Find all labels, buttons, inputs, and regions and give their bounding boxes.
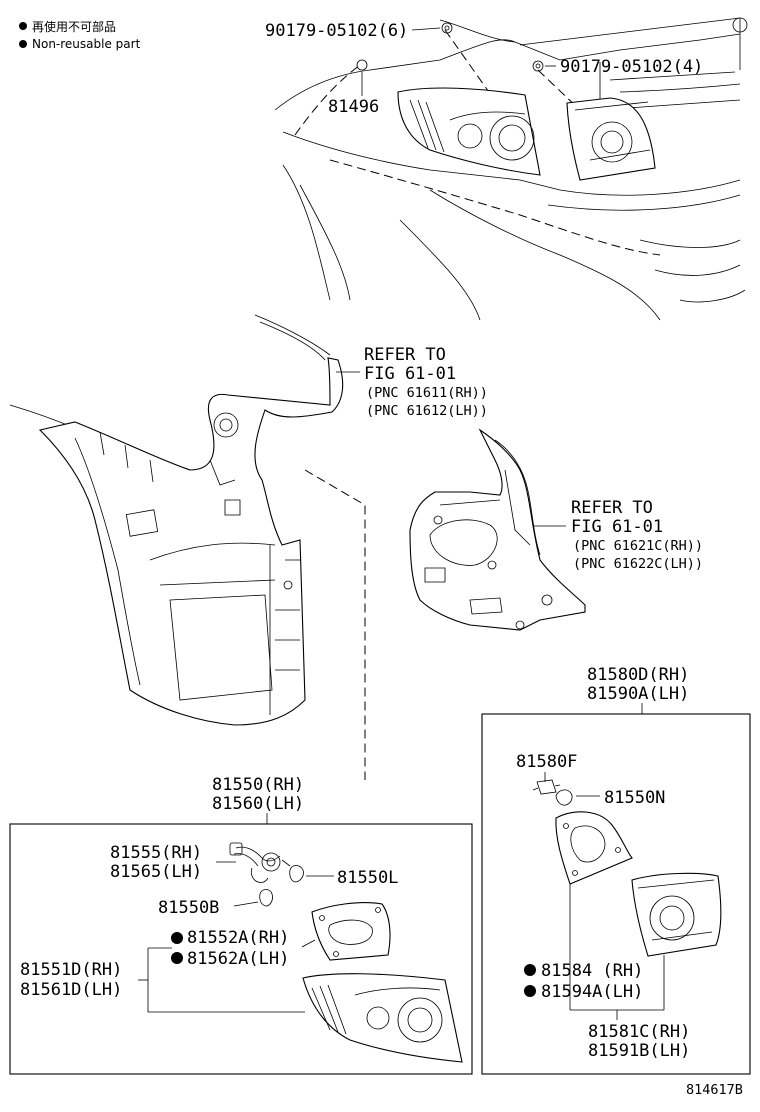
label-81552a: 81552A(RH) — [187, 928, 289, 948]
refer1-line2: FIG 61-01 — [364, 364, 456, 384]
label-81550l: 81550L — [337, 868, 398, 888]
nut-icon — [532, 60, 544, 72]
label-81551d: 81551D(RH) — [20, 960, 122, 980]
refer-block-1: REFER TO FIG 61-01 (PNC 61611(RH)) (PNC … — [336, 345, 488, 419]
refer1-pnc-rh: (PNC 61611(RH)) — [366, 385, 488, 401]
nut-fasteners — [356, 22, 544, 72]
non-reusable-marker-icon — [524, 964, 536, 976]
label-81590a: 81590A(LH) — [587, 684, 689, 704]
label-bolt-4: 90179-05102(4) — [560, 57, 703, 77]
label-81550n: 81550N — [604, 788, 665, 808]
label-81560: 81560(LH) — [212, 794, 304, 814]
label-81496: 81496 — [328, 97, 379, 117]
inner-lamp-assembly-box: 81580D(RH) 81590A(LH) 81580F 81550N 8158… — [481, 665, 751, 1075]
non-reusable-marker-icon — [171, 932, 183, 944]
label-bolt-6: 90179-05102(6) — [265, 21, 408, 41]
label-81580f: 81580F — [516, 752, 577, 772]
label-81550: 81550(RH) — [212, 775, 304, 795]
legend-non-reusable-cn: 再使用不可部品 — [32, 19, 116, 34]
non-reusable-marker-icon — [171, 952, 183, 964]
refer-block-2: REFER TO FIG 61-01 (PNC 61621C(RH)) (PNC… — [534, 498, 703, 572]
bulb-icon — [289, 865, 304, 883]
non-reusable-bullet-icon — [19, 22, 27, 30]
label-81594a: 81594A(LH) — [541, 982, 643, 1002]
nut-icon — [535, 63, 541, 69]
label-81580d: 81580D(RH) — [587, 665, 689, 685]
label-81562a: 81562A(LH) — [187, 949, 289, 969]
inner-lamp-unit — [631, 872, 722, 957]
label-81584: 81584 (RH) — [541, 961, 643, 981]
legend-non-reusable-en: Non-reusable part — [32, 37, 141, 51]
refer2-line1: REFER TO — [571, 498, 653, 518]
outer-lamp-gasket — [311, 902, 391, 961]
label-81565: 81565(LH) — [110, 862, 202, 882]
nut-icon — [441, 22, 453, 34]
non-reusable-bullet-icon — [19, 40, 27, 48]
label-81550b: 81550B — [158, 898, 219, 918]
socket-icon — [536, 779, 557, 795]
outer-lamp-assembly-box: 81550(RH) 81560(LH) 81555(RH) 81565(LH) … — [9, 775, 473, 1075]
non-reusable-marker-icon — [524, 985, 536, 997]
refer1-line1: REFER TO — [364, 345, 446, 365]
outer-lamp-unit — [302, 973, 463, 1063]
legend: 再使用不可部品 Non-reusable part — [19, 19, 141, 51]
wire-harness-socket — [235, 846, 281, 862]
refer2-pnc-rh: (PNC 61621C(RH)) — [573, 538, 703, 554]
vehicle-rear-body — [274, 17, 748, 321]
quarter-panel — [9, 314, 344, 726]
label-81555: 81555(RH) — [110, 843, 202, 863]
nut-icon — [444, 25, 450, 31]
refer2-pnc-lh: (PNC 61622C(LH)) — [573, 556, 703, 572]
bulb-icon — [555, 789, 573, 806]
inner-tail-lamp-on-body — [566, 97, 656, 181]
label-81591b: 81591B(LH) — [588, 1041, 690, 1061]
label-81581c: 81581C(RH) — [588, 1022, 690, 1042]
bulb-icon — [259, 889, 273, 907]
gasket-icon — [356, 59, 368, 71]
refer1-pnc-lh: (PNC 61612(LH)) — [366, 403, 488, 419]
inner-lamp-gasket — [555, 811, 633, 885]
outer-tail-lamp-on-body — [397, 87, 541, 176]
lamp-housing-panel — [409, 428, 586, 631]
refer2-line2: FIG 61-01 — [571, 517, 663, 537]
figure-id: 814617B — [686, 1082, 743, 1098]
label-81561d: 81561D(LH) — [20, 980, 122, 1000]
